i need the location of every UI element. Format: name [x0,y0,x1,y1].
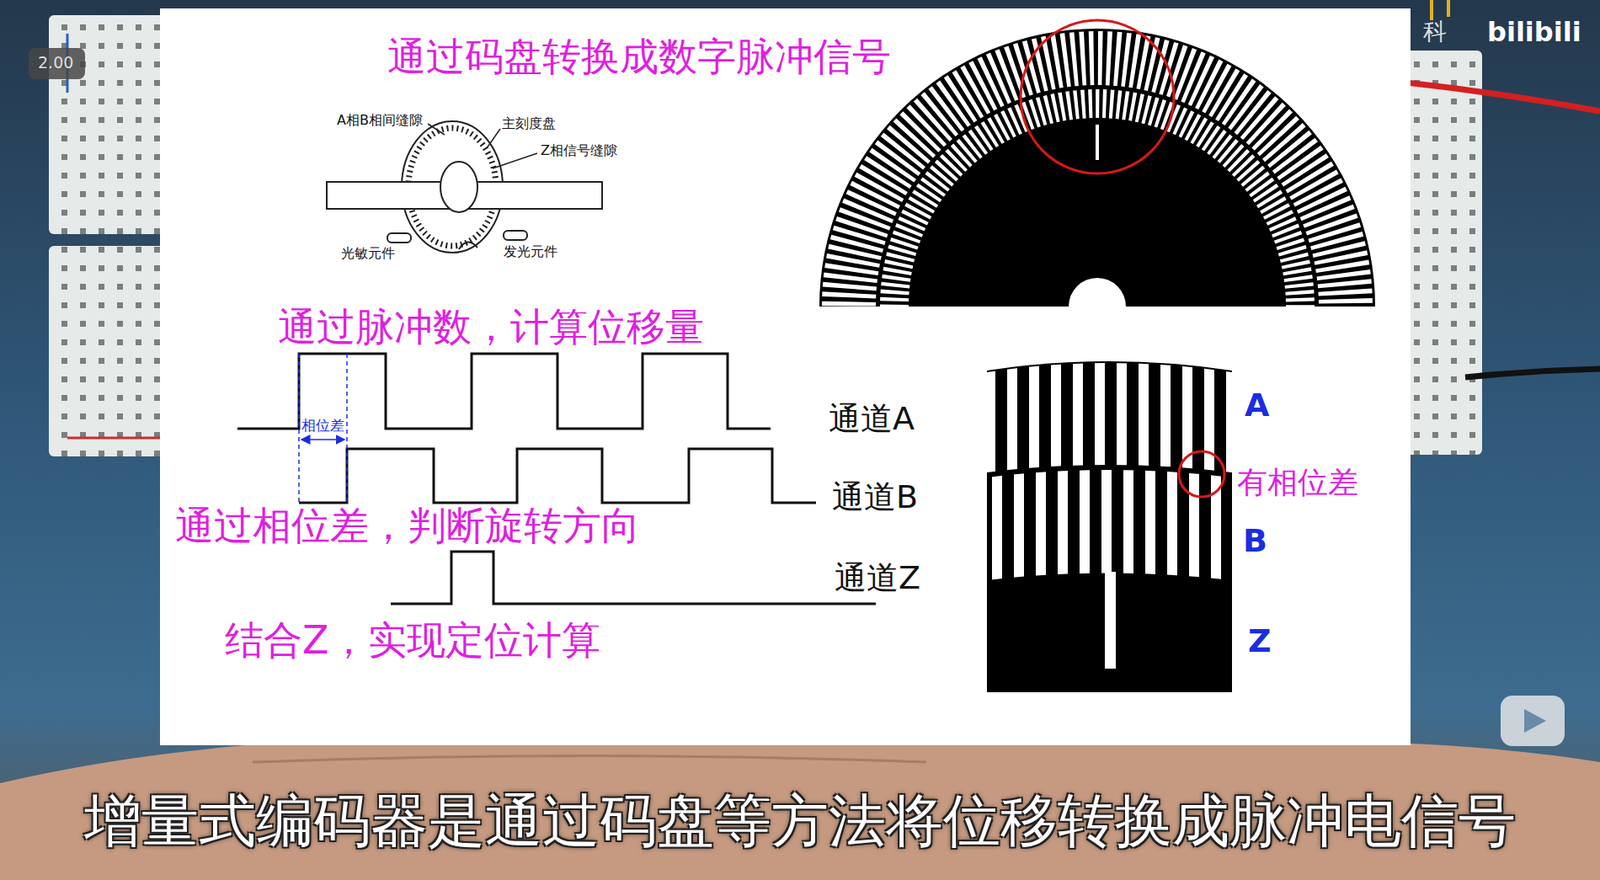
note-text: 结合Z，实现定位计算 [224,620,601,660]
signal-name: 通道A [828,402,915,435]
breadboard-holes [48,245,176,457]
channel-b-wave [298,448,816,503]
b-track [894,103,1301,307]
slide-panel [160,8,1411,746]
speed-badge: 2.00 [37,54,76,71]
subtitle: 增量式编码器是通过码盘等方法将位移转换成脉冲电信号 [84,792,1516,850]
phase-arrow [301,438,345,441]
disk-stripes [848,58,1346,307]
track-label: Z [1248,624,1272,657]
part-label: 主刻度盘 [501,117,556,131]
z-slit-mark [458,241,478,250]
hand [0,735,1600,880]
part-label: A相B相间缝隙 [336,113,423,128]
note-text: 通过脉冲数，计算位移量 [277,307,704,347]
phase-guide [346,353,348,503]
zoom-panel [986,361,1232,693]
breadboard [48,245,176,457]
photo-sensor [387,233,411,243]
highlight-circle [1020,20,1174,174]
leader-line [486,128,501,149]
red-wire [1406,82,1600,112]
watermark: bilibili [1487,18,1582,46]
note-text: 通过相位差，判断旋转方向 [175,506,640,545]
part-label: Z相信号缝隙 [540,144,618,158]
speed-badge: 2.00 [28,48,86,80]
light-emitter [503,230,528,240]
part-label: 发光元件 [503,245,558,259]
signal-name: 通道Z [834,561,921,594]
track-label: B [1242,524,1268,557]
zoom-b-track [986,469,1232,581]
leader-line [427,123,445,135]
phase-label: 相位差 [301,418,345,433]
yellow-wire [1431,0,1449,21]
a-track [848,58,1346,307]
watermark: 科 [1423,20,1447,44]
channel-z-wave [390,551,876,604]
part-label: 光敏元件 [341,246,395,261]
zoom-z-slit [1104,571,1116,669]
hub [440,161,478,213]
zoom-a-track [986,362,1232,473]
z-slit [1095,124,1099,160]
leader-line [492,153,538,169]
slide-heading: 通过码盘转换成数字脉冲信号 [387,37,891,76]
play-icon [1500,695,1565,747]
track-label: A [1244,389,1270,422]
phase-guide [298,353,300,503]
disk-hub [1068,277,1126,307]
play-triangle [1524,709,1547,733]
black-wire [1465,368,1600,378]
callout-text: 有相位差 [1237,467,1359,498]
rail-line [67,437,160,440]
highlight-circle [1178,451,1225,497]
channel-a-wave [237,353,771,429]
signal-name: 通道B [832,480,918,513]
hand-crease [252,756,927,763]
